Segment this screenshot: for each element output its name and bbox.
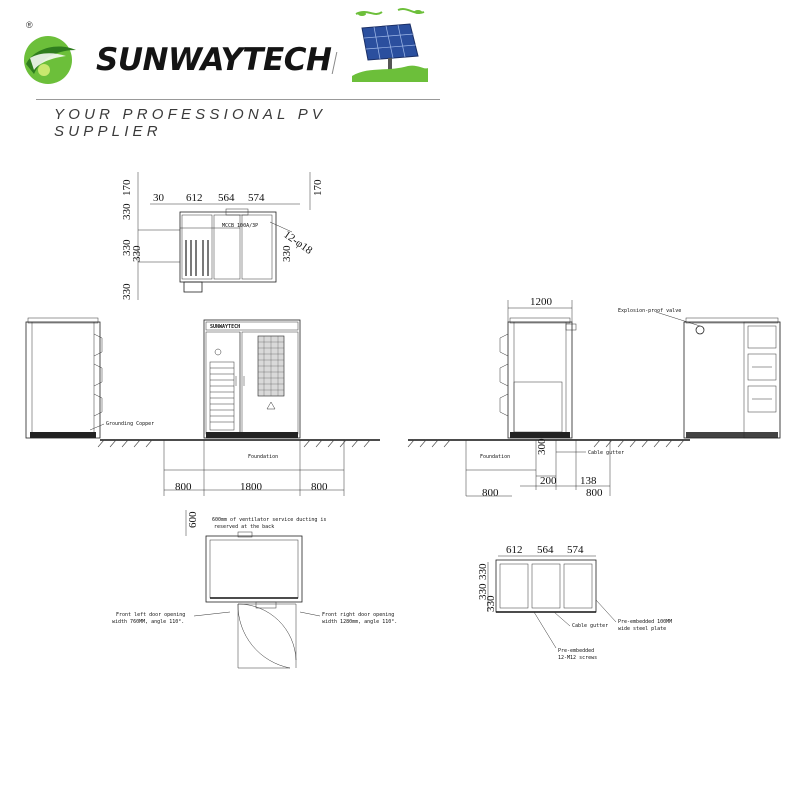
dim-top-2: 612 <box>186 192 203 204</box>
right-door-note-2: width 1280mm, angle 110°. <box>322 619 397 625</box>
dim-front-left: 800 <box>175 481 192 493</box>
valve-label: Explosion-proof valve <box>618 308 681 314</box>
steel-plate-note-2: wide steel plate <box>618 626 666 632</box>
left-door-note-2: width 760MM, angle 110°. <box>112 619 184 625</box>
front-brand-plate: SUNWAYTECH <box>210 324 240 330</box>
right-side-view: 1200 Foundation 300 Cable gutter 200 138… <box>465 296 624 499</box>
dim-left-4: 330 <box>121 283 133 300</box>
solar-panel-icon <box>352 8 428 82</box>
dim-side-200: 200 <box>540 475 557 487</box>
mccb-label: MCCB 100A/3P <box>222 223 258 229</box>
plan-view: 600 600mm of ventilator service ducting … <box>112 510 397 669</box>
dim-top-1: 30 <box>153 192 165 204</box>
dim-170-left: 170 <box>121 179 133 196</box>
front-view: SUNWAYTECH Foundation <box>163 319 345 496</box>
dim-side-300: 300 <box>536 438 548 455</box>
dim-top-4: 574 <box>248 192 265 204</box>
dim-side-800-right: 800 <box>586 487 603 499</box>
brand-name: SUNWAYTECH <box>96 42 332 78</box>
base-view: 612 564 574 330 330 330 Cable gutter Pre… <box>477 544 672 661</box>
dim-base-top-1: 612 <box>506 544 523 556</box>
left-door-note-1: Front left door opening <box>116 612 185 618</box>
tagline: YOUR PROFESSIONAL PV SUPPLIER <box>54 106 327 140</box>
dim-left-3: 330 <box>131 245 143 262</box>
dim-base-left-2: 330 <box>477 583 489 600</box>
right-door-note-1: Front right door opening <box>322 612 394 618</box>
cable-gutter-label-base: Cable gutter <box>572 623 608 629</box>
grounding-label: Grounding Copper <box>106 421 154 427</box>
registered-mark: ® <box>26 20 33 30</box>
screws-note-1: Pre-embedded <box>558 648 594 654</box>
dim-base-left-1: 330 <box>477 563 489 580</box>
foundation-label-side: Foundation <box>480 454 510 460</box>
dim-side-800-left: 800 <box>482 487 499 499</box>
foundation-label-front: Foundation <box>248 454 278 460</box>
left-side-view: Grounding Copper <box>25 317 154 439</box>
top-view: MCCB 100A/3P 30 612 564 574 170 330 330 … <box>121 172 324 300</box>
dim-top-3: 564 <box>218 192 235 204</box>
screws-note-2: 12-M12 screws <box>558 655 597 661</box>
dim-side-width: 1200 <box>530 296 553 308</box>
service-note-1: 600mm of ventilator service ducting is <box>212 517 326 523</box>
dim-left-2: 330 <box>121 239 133 256</box>
dim-front-center: 1800 <box>240 481 263 493</box>
ground-lines <box>97 439 690 448</box>
dim-side-138: 138 <box>580 475 597 487</box>
front-cabinet-outline <box>203 319 301 439</box>
top-view-outline <box>179 211 277 283</box>
dim-base-left-3: 330 <box>485 595 497 612</box>
cable-gutter-label-side: Cable gutter <box>588 450 624 456</box>
dim-base-top-3: 574 <box>567 544 584 556</box>
green-globe-swoosh-icon <box>24 36 76 84</box>
dim-base-top-2: 564 <box>537 544 554 556</box>
rear-view: Explosion-proof valve <box>618 308 781 439</box>
dim-front-right: 800 <box>311 481 328 493</box>
header-rule <box>36 99 440 100</box>
dim-170-right: 170 <box>312 179 324 196</box>
steel-plate-note-1: Pre-embedded 100MM <box>618 619 672 625</box>
dim-plan-600: 600 <box>187 511 199 528</box>
dim-left-1: 330 <box>121 203 133 220</box>
service-note-2: reserved at the back <box>214 524 274 530</box>
brand-header: ® SUNWAYTECH YOUR PROFESSIONAL PV SUPPLI… <box>18 8 440 140</box>
dim-330-inner: 330 <box>281 245 293 262</box>
